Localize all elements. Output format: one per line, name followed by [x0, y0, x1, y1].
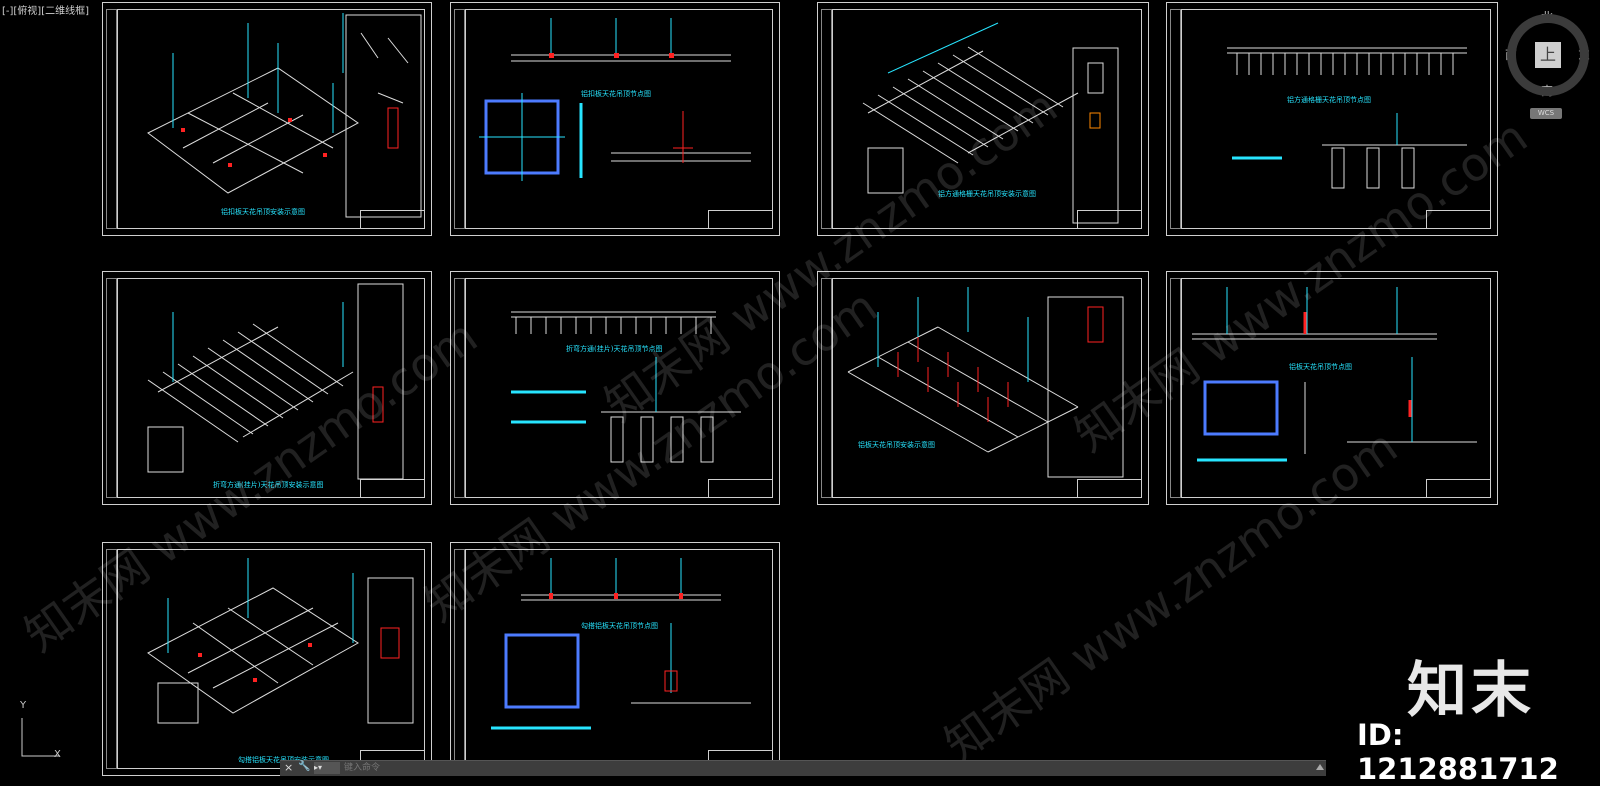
- grille-ceiling-drawing: [862, 22, 1119, 224]
- chevron-up-icon[interactable]: [1316, 764, 1324, 770]
- baffle-section-drawing: [511, 311, 741, 463]
- drawing-sheet-4: 铝方通格栅天花吊顶节点图: [1166, 2, 1498, 236]
- plank-ceiling-drawing: [847, 287, 1124, 478]
- hook-section-drawing: [491, 558, 751, 730]
- ucs-y-label: Y: [20, 700, 27, 711]
- sheet-caption: 铝方通格栅天花吊顶节点图: [1287, 96, 1371, 104]
- isometric-ceiling-drawing: [147, 13, 422, 218]
- grille-section-drawing: [1227, 47, 1467, 189]
- viewcube-compass[interactable]: 上: [1507, 14, 1589, 96]
- drawing-sheet-5: 折弯方通(挂片)天花吊顶安装示意图: [102, 271, 432, 505]
- wrench-icon[interactable]: 🔧: [298, 761, 311, 772]
- drawing-sheet-7: 铝板天花吊顶安装示意图: [817, 271, 1149, 505]
- resource-id: ID: 1212881712: [1357, 718, 1559, 786]
- plank-section-drawing: [1192, 287, 1477, 462]
- drawing-sheet-1: 铝扣板天花吊顶安装示意图: [102, 2, 432, 236]
- command-line: × 🔧 ▸▾: [280, 760, 1326, 776]
- drawing-sheet-10: 勾搭铝板天花吊顶节点图: [450, 542, 780, 776]
- sheet-caption: 铝扣板天花吊顶安装示意图: [221, 208, 305, 216]
- wcs-menu-button[interactable]: WCS: [1530, 108, 1562, 119]
- viewport-label[interactable]: [-][俯视][二维线框]: [2, 6, 90, 17]
- recent-commands-dropdown[interactable]: ▸▾: [314, 762, 340, 774]
- close-icon[interactable]: ×: [284, 761, 294, 774]
- section-detail-drawing: [479, 18, 751, 181]
- sheet-caption: 折弯方通(挂片)天花吊顶安装示意图: [213, 481, 324, 489]
- brand-logo: 知末: [1407, 656, 1535, 726]
- sheet-caption: 铝扣板天花吊顶节点图: [581, 90, 651, 98]
- sheet-caption: 铝板天花吊顶安装示意图: [858, 441, 935, 449]
- sheet-caption: 勾搭铝板天花吊顶节点图: [581, 622, 658, 630]
- baffle-ceiling-drawing: [147, 283, 404, 480]
- ucs-x-label: X: [54, 749, 61, 760]
- hook-ceiling-drawing: [147, 558, 414, 724]
- sheet-caption: 折弯方通(挂片)天花吊顶节点图: [566, 345, 663, 353]
- command-input[interactable]: [344, 762, 1294, 774]
- sheet-caption: 铝方通格栅天花吊顶安装示意图: [938, 190, 1036, 198]
- drawing-sheet-6: 折弯方通(挂片)天花吊顶节点图: [450, 271, 780, 505]
- drawing-sheet-3: 铝方通格栅天花吊顶安装示意图: [817, 2, 1149, 236]
- drawing-sheet-8: 铝板天花吊顶节点图: [1166, 271, 1498, 505]
- sheet-caption: 铝板天花吊顶节点图: [1289, 363, 1352, 371]
- drawing-sheet-2: 铝扣板天花吊顶节点图: [450, 2, 780, 236]
- viewcube-top-face[interactable]: 上: [1535, 42, 1561, 68]
